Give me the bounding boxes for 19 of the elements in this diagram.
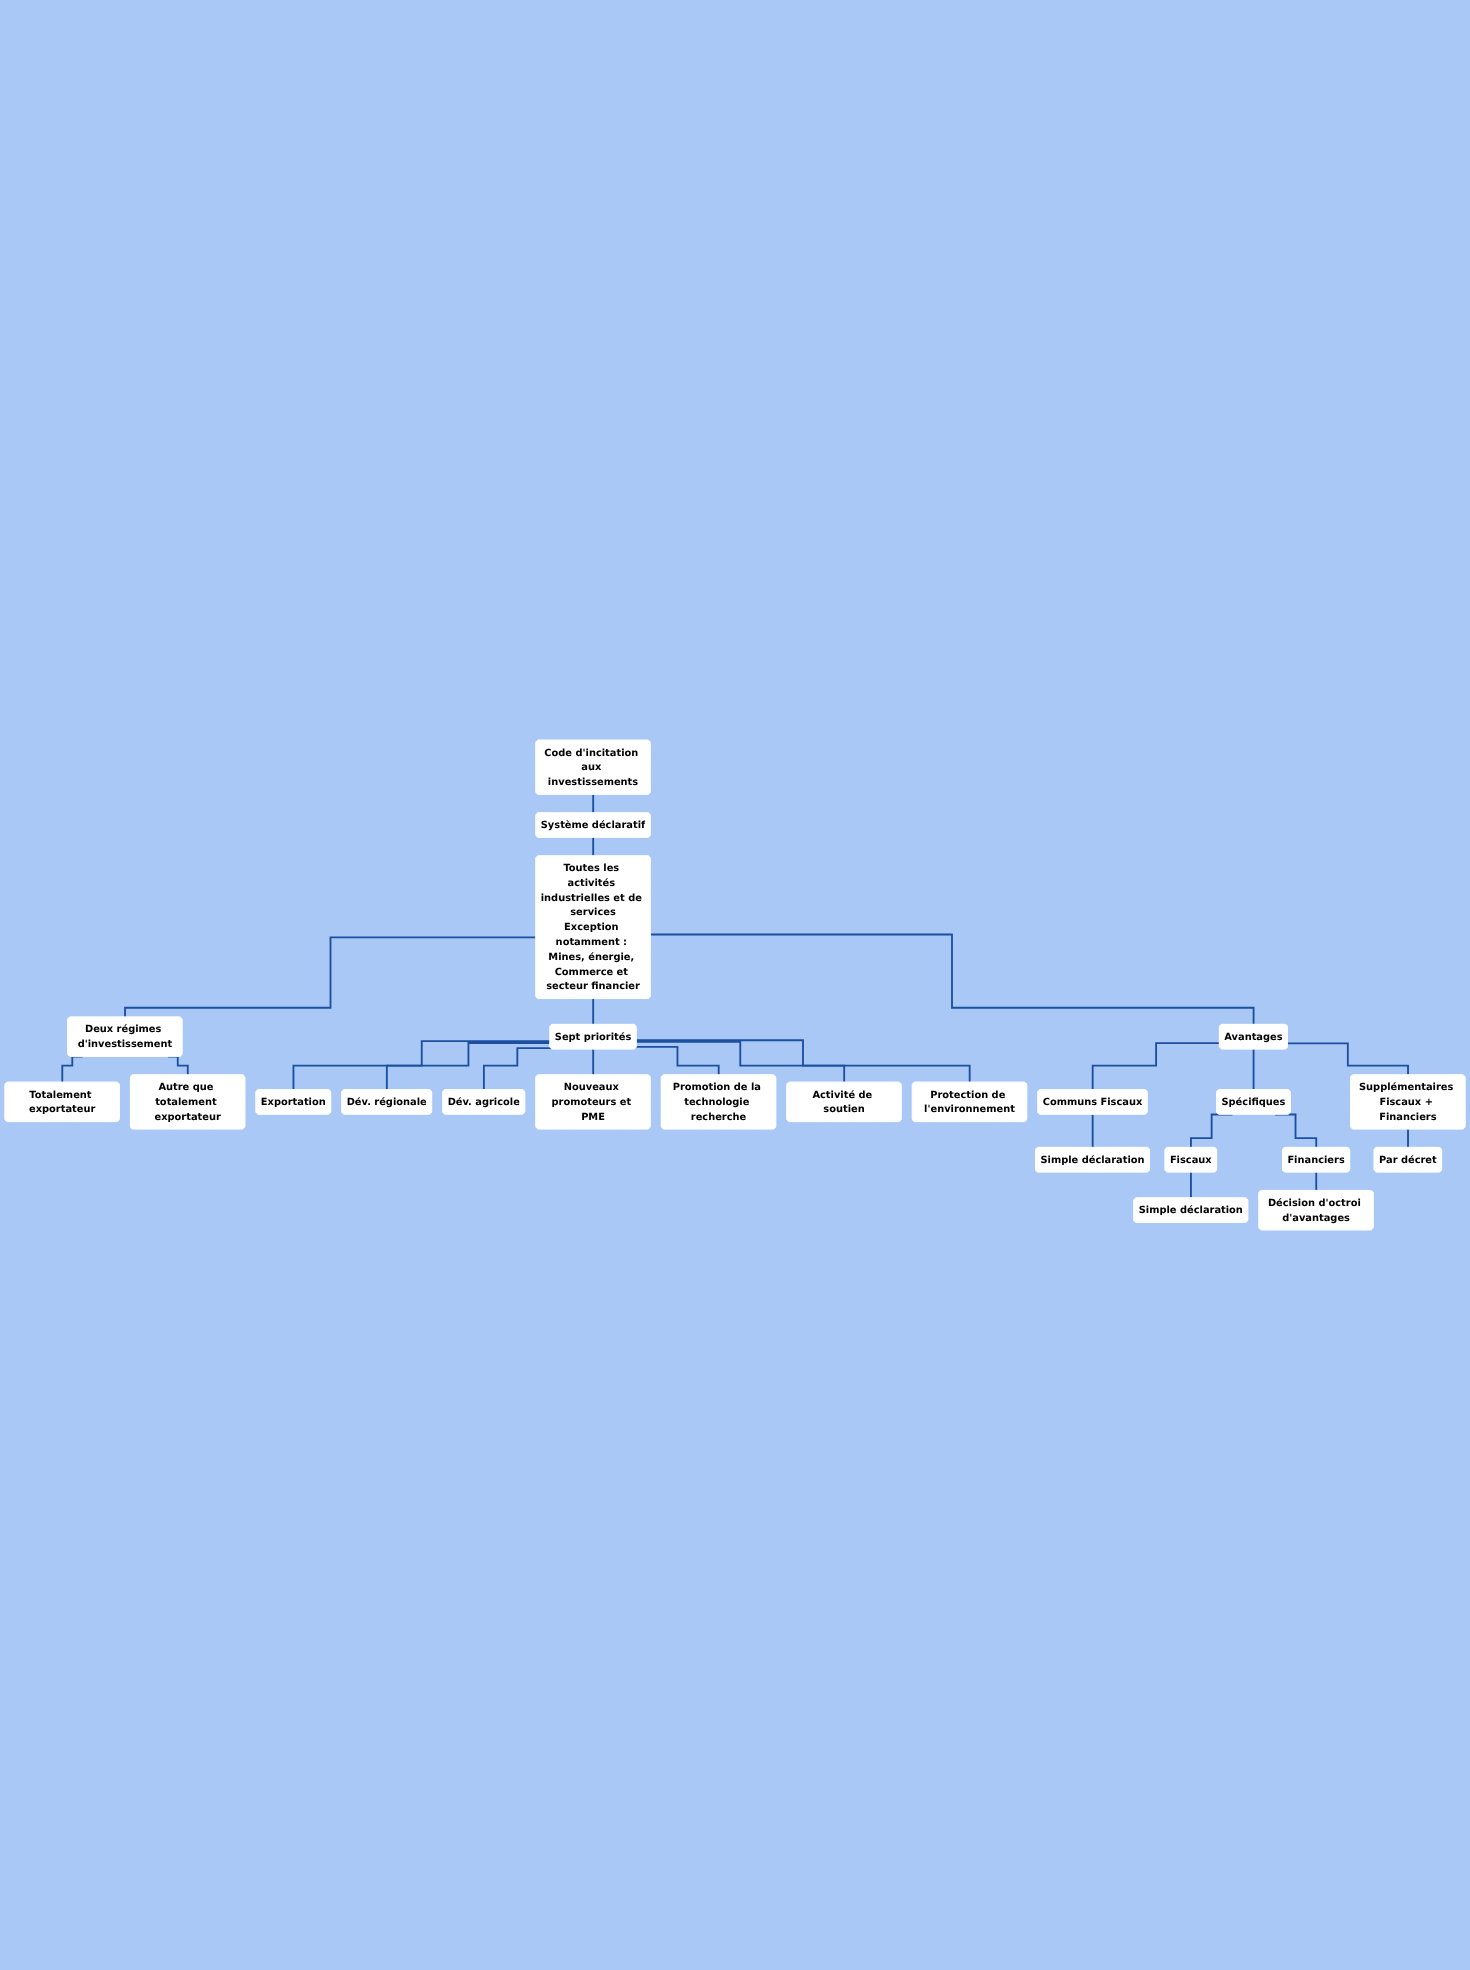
connector [1091, 1113, 1094, 1149]
connector [1252, 1048, 1255, 1091]
connector [649, 933, 1255, 1026]
connector [1190, 1171, 1193, 1200]
connector [592, 836, 595, 858]
connector [592, 793, 595, 814]
connector [592, 1048, 595, 1077]
connector [1286, 1042, 1410, 1077]
connector [635, 1045, 720, 1077]
connector [1091, 1042, 1221, 1091]
connector [592, 997, 595, 1026]
connector [385, 1042, 552, 1091]
connector [1315, 1171, 1318, 1192]
connector [124, 936, 538, 1019]
connector [292, 1040, 552, 1091]
connector [482, 1047, 552, 1091]
connector [1407, 1128, 1410, 1149]
connector [635, 1041, 846, 1084]
connector [635, 1039, 971, 1084]
